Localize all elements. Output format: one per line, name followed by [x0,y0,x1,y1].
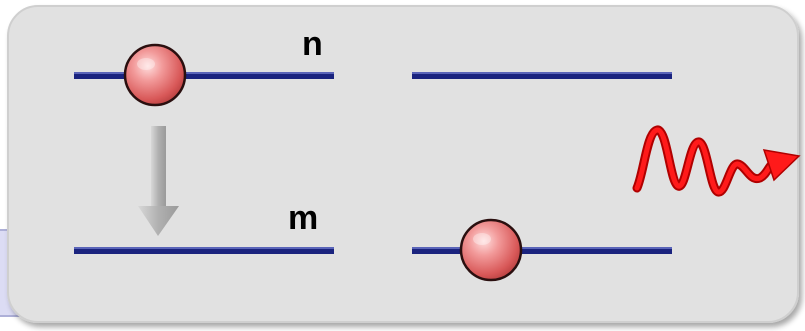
upper-level-line-right-highlight [412,72,672,74]
lower-level-line-left-highlight [74,247,334,249]
electron-lower-icon [459,218,523,282]
upper-level-line-right [412,72,672,79]
lower-level-line-right-highlight [412,247,672,249]
upper-level-line-left [74,72,334,79]
electron-upper-icon [123,43,187,107]
transition-down-arrow-icon [138,126,179,236]
photon-wave-icon [632,125,801,197]
panel-background [7,5,799,323]
upper-level-line-left-highlight [74,72,334,74]
lower-level-line-left [74,247,334,254]
lower-level-label: m [288,199,318,237]
upper-level-label: n [302,25,323,63]
lower-level-line-right [412,247,672,254]
